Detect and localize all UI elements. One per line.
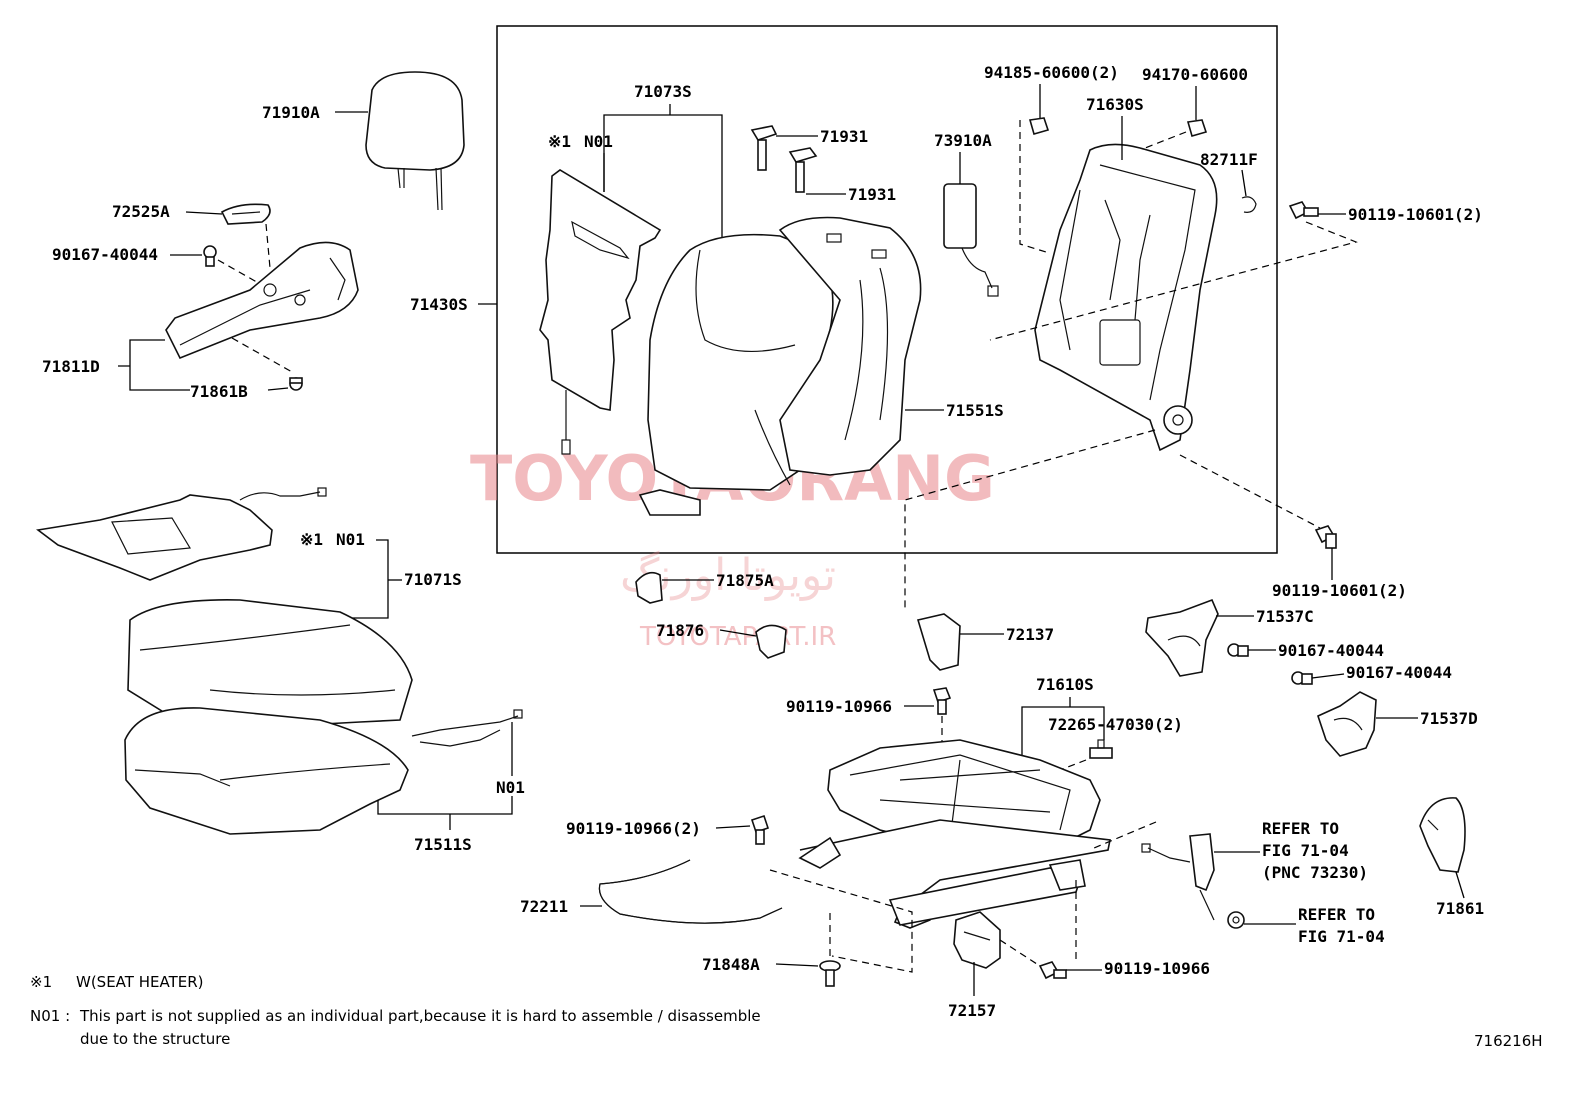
bolt-90119-10601-lower[interactable] — [1314, 525, 1337, 549]
side-shield-71811D[interactable] — [165, 241, 359, 360]
screw-90167-40044-right[interactable] — [1291, 671, 1313, 685]
label-71073S[interactable]: 71073S — [634, 82, 692, 101]
seatback-cover-71551S[interactable] — [778, 216, 922, 476]
note-mark-text: W(SEAT HEATER) — [76, 973, 203, 991]
seatback-assembly-box — [496, 25, 1278, 554]
cover-72137[interactable] — [916, 613, 961, 671]
label-71861B[interactable]: 71861B — [190, 382, 248, 401]
headrest[interactable] — [365, 71, 465, 211]
label-72157[interactable]: 72157 — [948, 1001, 996, 1020]
label-71931-lower[interactable]: 71931 — [848, 185, 896, 204]
label-refer2-a[interactable]: REFER TO — [1298, 905, 1375, 924]
seatback-heater-N01[interactable] — [539, 169, 662, 455]
label-71071S[interactable]: 71071S — [404, 570, 462, 589]
label-n01-cushion[interactable]: N01 — [336, 530, 365, 549]
label-71610S[interactable]: 71610S — [1036, 675, 1094, 694]
label-refer1-b[interactable]: FIG 71-04 — [1262, 841, 1349, 860]
note-n01-line1: This part is not supplied as an individu… — [79, 1007, 761, 1025]
label-71848A[interactable]: 71848A — [702, 955, 760, 974]
label-72137[interactable]: 72137 — [1006, 625, 1054, 644]
label-refer1-c[interactable]: (PNC 73230) — [1262, 863, 1368, 882]
heater-wire-N01[interactable] — [411, 709, 523, 747]
label-90119-10601-upper[interactable]: 90119-10601(2) — [1348, 205, 1483, 224]
clip-71931-lower[interactable] — [788, 147, 818, 193]
cushion-heater-N01[interactable] — [36, 487, 327, 581]
bolt-90119-10966-bottom[interactable] — [1038, 961, 1067, 980]
screw-90167-40044-mid[interactable] — [1227, 643, 1249, 657]
label-90119-10966-top[interactable]: 90119-10966 — [786, 697, 892, 716]
shield-71537C[interactable] — [1145, 598, 1219, 677]
label-71875A[interactable]: 71875A — [716, 571, 774, 590]
label-71931-upper[interactable]: 71931 — [820, 127, 868, 146]
airbag-module-73910A[interactable] — [943, 183, 999, 297]
label-71876[interactable]: 71876 — [656, 621, 704, 640]
watermark-site: TOYOTAPART.IR — [639, 622, 836, 652]
seat-cushion-pad-71511S[interactable] — [124, 707, 409, 835]
label-71537C[interactable]: 71537C — [1256, 607, 1314, 626]
clip-71861B[interactable] — [289, 377, 303, 391]
bolt-90119-10601-upper[interactable] — [1288, 201, 1319, 220]
label-72211[interactable]: 72211 — [520, 897, 568, 916]
cover-71876[interactable] — [755, 624, 787, 659]
label-82711F[interactable]: 82711F — [1200, 150, 1258, 169]
label-n01-back-mark[interactable]: ※1 — [548, 132, 571, 151]
label-90167-40044-right[interactable]: 90167-40044 — [1346, 663, 1452, 682]
clip-72265-47030[interactable] — [1089, 739, 1113, 759]
label-72265-47030[interactable]: 72265-47030(2) — [1048, 715, 1183, 734]
seatbelt-buckle[interactable] — [1141, 833, 1215, 921]
nut-94170-60600[interactable] — [1186, 119, 1208, 137]
label-90119-10966-bottom[interactable]: 90119-10966 — [1104, 959, 1210, 978]
cover-72157[interactable] — [953, 911, 1001, 969]
label-90167-40044-mid[interactable]: 90167-40044 — [1278, 641, 1384, 660]
label-71511S[interactable]: 71511S — [414, 835, 472, 854]
bolt-90119-10966-left[interactable] — [750, 814, 770, 845]
note-mark: ※1 — [30, 973, 52, 991]
nut-refer-fig-71-04[interactable] — [1227, 911, 1245, 929]
part-72525A[interactable] — [220, 203, 271, 225]
label-71811D[interactable]: 71811D — [42, 357, 100, 376]
label-71551S[interactable]: 71551S — [946, 401, 1004, 420]
label-71430S[interactable]: 71430S — [410, 295, 468, 314]
label-71910A[interactable]: 71910A — [262, 103, 320, 122]
label-71630S[interactable]: 71630S — [1086, 95, 1144, 114]
clip-71848A[interactable] — [819, 960, 841, 987]
label-71861[interactable]: 71861 — [1436, 899, 1484, 918]
label-71537D[interactable]: 71537D — [1420, 709, 1478, 728]
label-94170-60600[interactable]: 94170-60600 — [1142, 65, 1248, 84]
seat-cushion-cover[interactable] — [127, 599, 413, 729]
label-n01-back[interactable]: N01 — [584, 132, 613, 151]
label-90167-40044-left[interactable]: 90167-40044 — [52, 245, 158, 264]
screw-90167-40044-left[interactable] — [203, 245, 217, 267]
wire-72211[interactable] — [598, 859, 783, 924]
cover-71875A[interactable] — [635, 571, 663, 604]
figure-id: 716216H — [1474, 1032, 1543, 1050]
label-94185-60600[interactable]: 94185-60600(2) — [984, 63, 1119, 82]
seat-adjuster-71610S[interactable] — [798, 739, 1111, 929]
label-n01-cushion-mark[interactable]: ※1 — [300, 530, 323, 549]
label-90119-10601-lower[interactable]: 90119-10601(2) — [1272, 581, 1407, 600]
label-72525A[interactable]: 72525A — [112, 202, 170, 221]
label-refer2-b[interactable]: FIG 71-04 — [1298, 927, 1385, 946]
cover-71861[interactable] — [1419, 797, 1466, 873]
label-73910A[interactable]: 73910A — [934, 131, 992, 150]
shield-71537D[interactable] — [1317, 691, 1377, 757]
clip-71931-upper[interactable] — [750, 125, 778, 171]
label-90119-10966-left[interactable]: 90119-10966(2) — [566, 819, 701, 838]
seatback-frame-71630S[interactable] — [1034, 143, 1218, 452]
note-n01-line2: due to the structure — [80, 1030, 230, 1048]
note-n01-key: N01 : — [30, 1007, 70, 1025]
label-refer1-a[interactable]: REFER TO — [1262, 819, 1339, 838]
nut-94185-60600[interactable] — [1028, 117, 1050, 135]
label-n01-wire[interactable]: N01 — [496, 778, 525, 797]
clip-82711F[interactable] — [1241, 196, 1257, 213]
bolt-90119-10966-top[interactable] — [932, 687, 952, 715]
